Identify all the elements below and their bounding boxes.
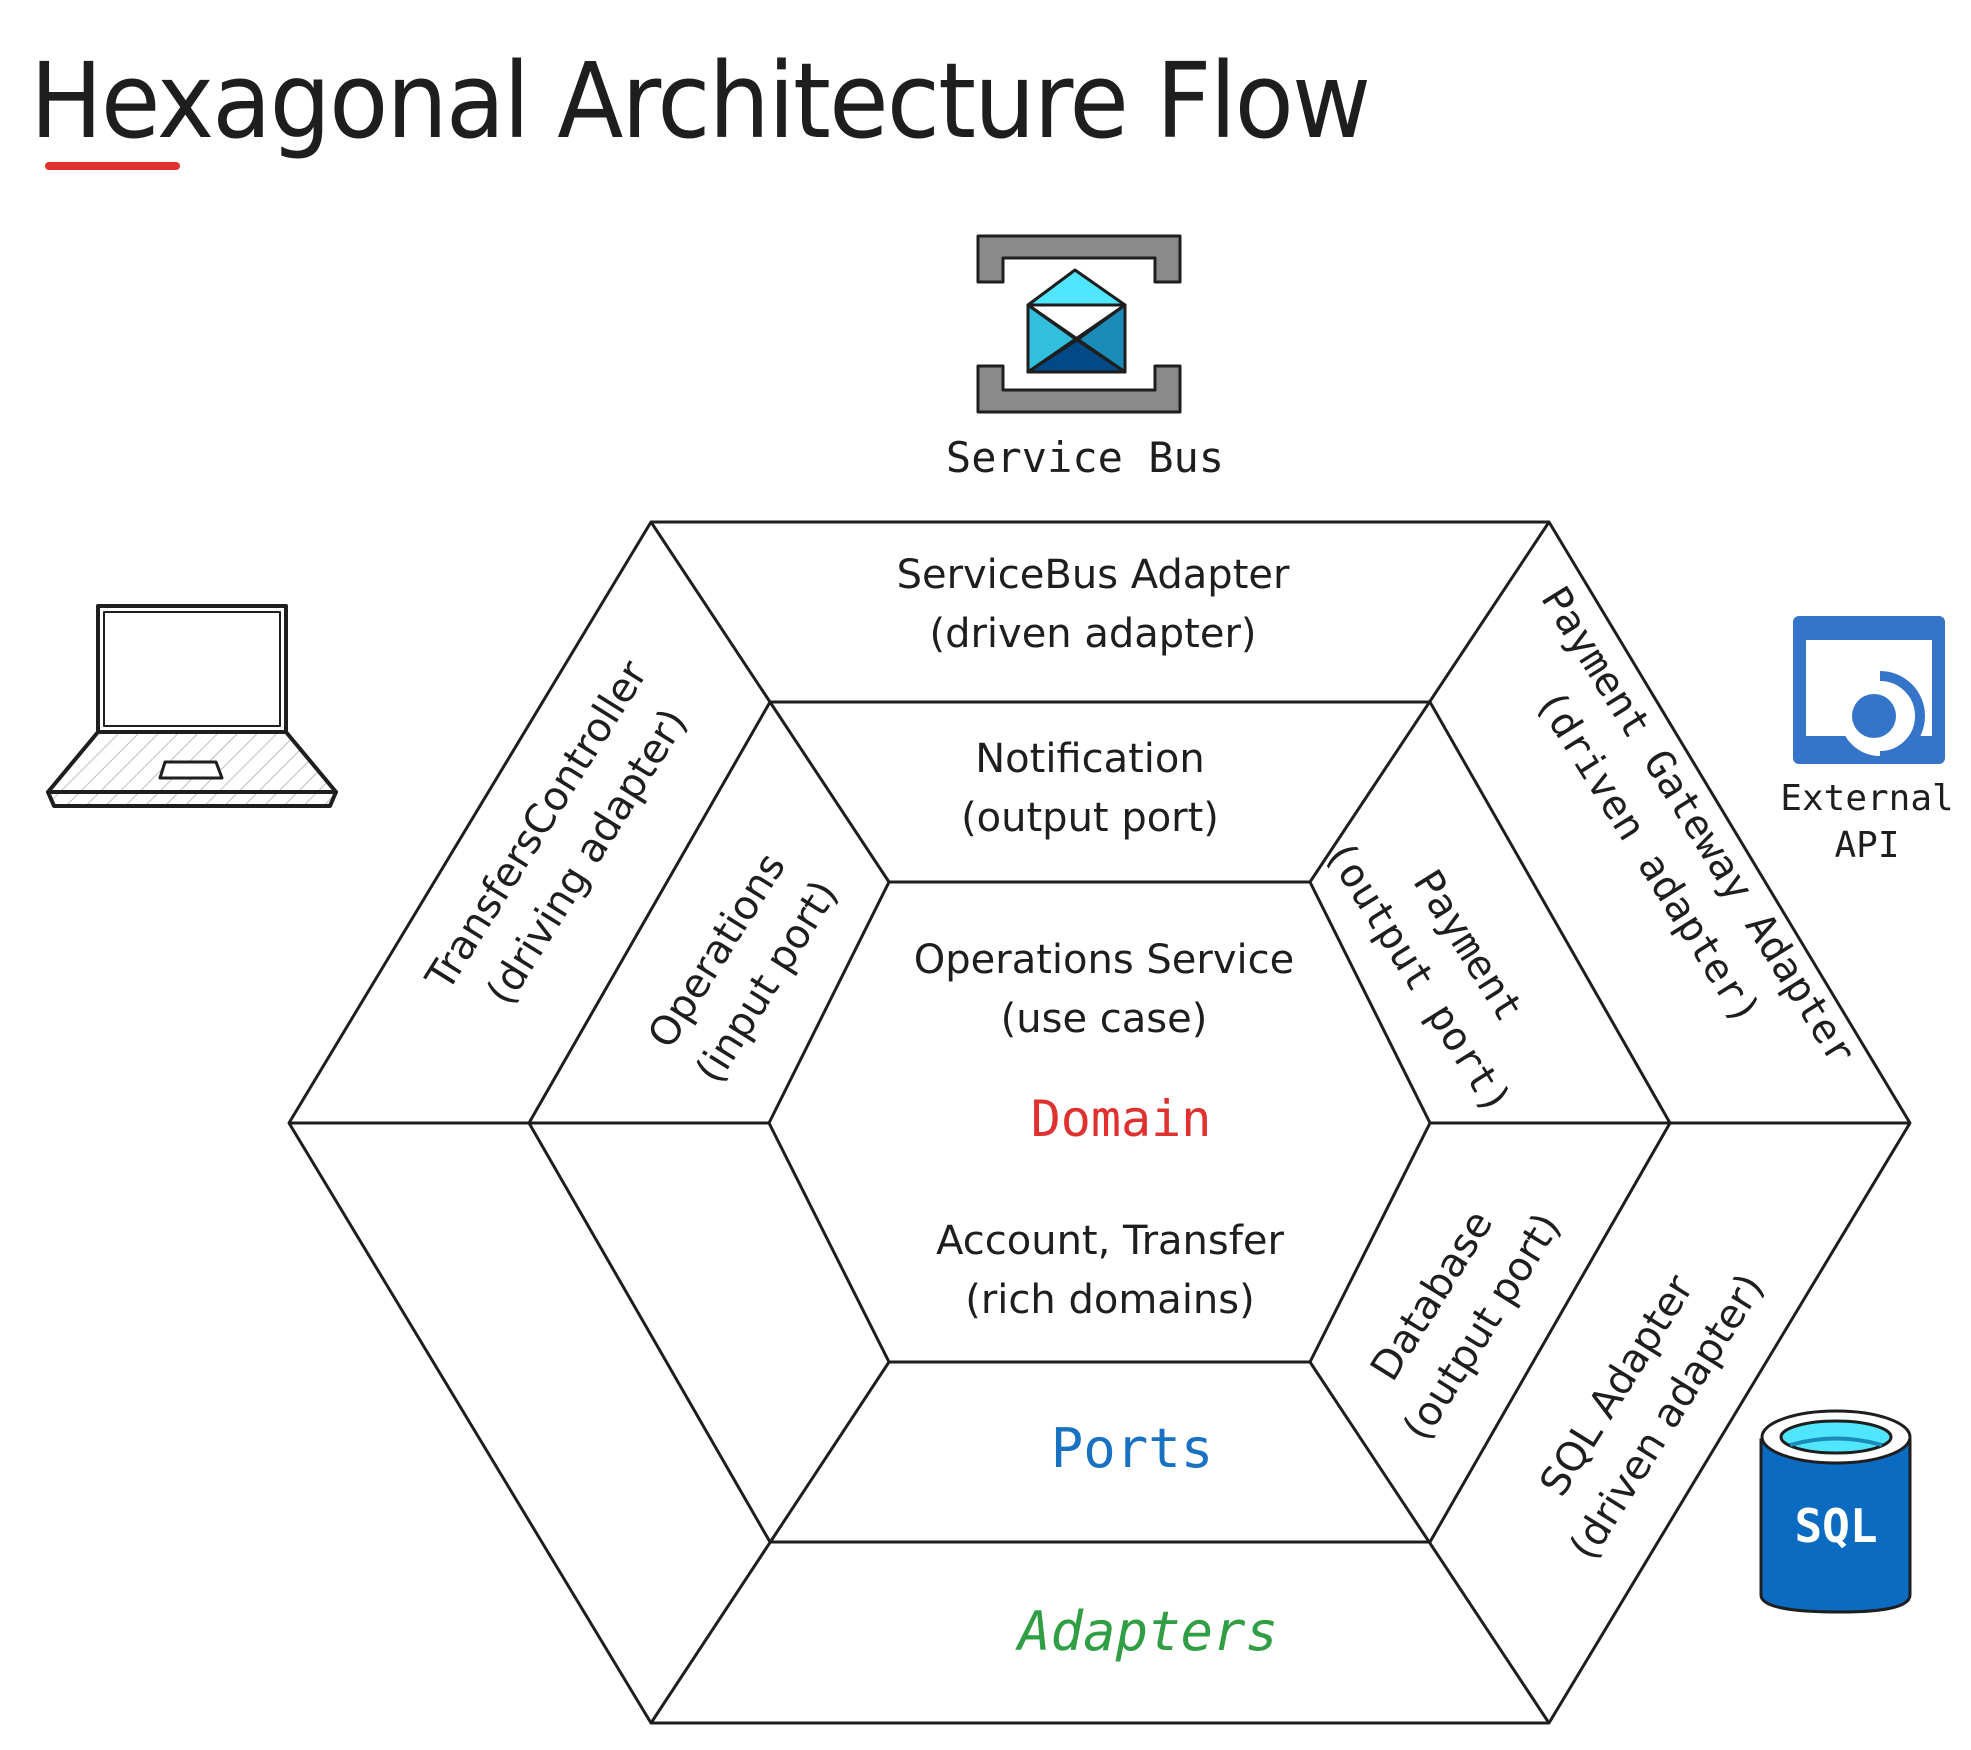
- page-title: Hexagonal Architecture Flow: [30, 40, 1371, 162]
- domain-layer-label: Domain: [1031, 1090, 1212, 1148]
- laptop-icon: [46, 604, 338, 808]
- api-management-icon: [1793, 616, 1945, 764]
- spoke-top-right: [1308, 521, 1551, 883]
- spoke-top-left: [649, 521, 891, 883]
- service-bus-label: Service Bus: [946, 433, 1224, 482]
- notification-port-sublabel: (output port): [961, 795, 1219, 841]
- operations-service-label: Operations Service: [914, 937, 1294, 983]
- service-bus-envelope-icon: [976, 234, 1182, 414]
- rich-domains-label: Account, Transfer: [936, 1218, 1284, 1264]
- operations-service-sublabel: (use case): [1001, 996, 1208, 1042]
- rich-domains-sublabel: (rich domains): [965, 1277, 1254, 1323]
- external-api-sublabel: API: [1834, 825, 1899, 866]
- servicebus-adapter-sublabel: (driven adapter): [929, 611, 1256, 657]
- notification-port-label: Notification: [975, 736, 1205, 782]
- external-api-label: External: [1780, 778, 1953, 819]
- sql-label: SQL: [1794, 1499, 1877, 1553]
- title-underline: [45, 162, 180, 170]
- servicebus-adapter-label: ServiceBus Adapter: [897, 552, 1290, 598]
- sql-database-icon: [1759, 1409, 1912, 1614]
- ports-layer-label: Ports: [1051, 1417, 1214, 1480]
- spoke-bottom-left: [649, 1361, 891, 1724]
- spoke-bottom-right: [1308, 1361, 1551, 1724]
- adapters-layer-label: Adapters: [1015, 1600, 1278, 1663]
